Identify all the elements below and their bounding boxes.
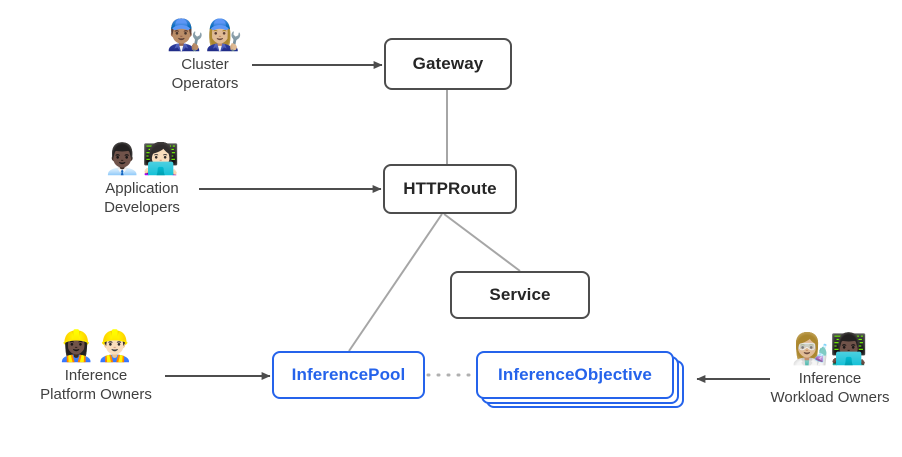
inference-platform-owners-label-line2: Platform Owners	[40, 385, 152, 403]
connector-httproute-inferencepool	[348, 213, 443, 352]
node-service[interactable]: Service	[450, 271, 590, 319]
node-inferenceobjective[interactable]: InferenceObjective	[476, 351, 674, 399]
cluster-operators-icons: 👨🏽‍🔧👩🏼‍🔧	[166, 18, 244, 53]
inference-platform-owners-label-line1: Inference	[64, 366, 128, 384]
application-developers-icons: 👨🏿‍💼👩🏻‍💻	[103, 142, 181, 177]
inference-platform-owners-icons: 👷🏿‍♀️👷🏻‍♂️	[57, 329, 135, 364]
node-httproute[interactable]: HTTPRoute	[383, 164, 517, 214]
node-httproute-label: HTTPRoute	[403, 179, 497, 198]
inference-workload-owners-label-line2: Workload Owners	[770, 388, 890, 406]
cluster-operators-label-line2: Operators	[171, 74, 239, 92]
node-inferencepool-label: InferencePool	[291, 365, 406, 384]
connector-httproute-service	[443, 213, 521, 272]
application-developers-label-line1: Application	[105, 179, 179, 197]
node-inferencepool[interactable]: InferencePool	[272, 351, 425, 399]
application-developers-label-line2: Developers	[104, 198, 180, 216]
actor-cluster-operators: 👨🏽‍🔧👩🏼‍🔧 Cluster Operators	[138, 20, 272, 93]
node-gateway-label: Gateway	[412, 54, 484, 73]
actor-inference-platform-owners: 👷🏿‍♀️👷🏻‍♂️ Inference Platform Owners	[18, 331, 174, 404]
actor-application-developers: 👨🏿‍💼👩🏻‍💻 Application Developers	[68, 144, 216, 217]
cluster-operators-label-line1: Cluster	[181, 55, 229, 73]
node-inferenceobjective-label: InferenceObjective	[498, 365, 652, 384]
inference-workload-owners-label-line1: Inference	[798, 369, 862, 387]
actor-inference-workload-owners: 👩🏼‍🔬👨🏿‍💻 Inference Workload Owners	[760, 334, 900, 407]
inference-workload-owners-icons: 👩🏼‍🔬👨🏿‍💻	[791, 332, 869, 367]
node-service-label: Service	[489, 285, 551, 304]
node-gateway[interactable]: Gateway	[384, 38, 512, 90]
